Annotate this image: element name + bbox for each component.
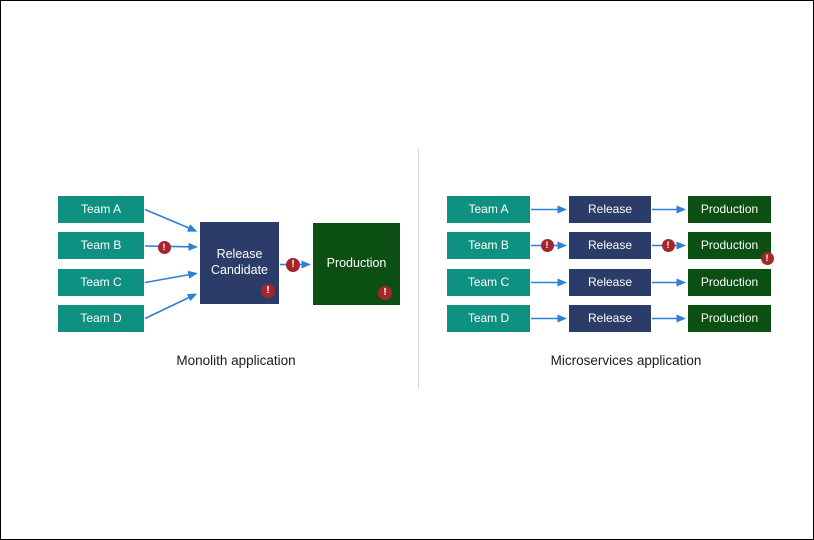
monolith-team-d-label: Team D (80, 311, 122, 325)
arrow-team-c-to-rc (144, 270, 198, 284)
ms-row1-production-label: Production (700, 202, 759, 216)
ms-row1-release-label: Release (587, 202, 633, 216)
issue-badge-release-candidate: ! (261, 284, 275, 298)
monolith-team-c-box: Team C (58, 269, 144, 296)
ms-row2-release-label: Release (587, 238, 633, 252)
issue-badge-team-b-arrow: ! (157, 240, 171, 254)
ms-row2-release-box: Release (569, 232, 651, 259)
ms-row3-team-box: Team C (447, 269, 530, 296)
ms-row3-production-box: Production (688, 269, 771, 296)
exclamation-icon: ! (266, 285, 270, 296)
issue-badge-ms-release-b-arrow: ! (661, 239, 675, 252)
ms-row1-team-label: Team A (468, 202, 509, 216)
arrow-team-d-to-rc (144, 293, 198, 320)
monolith-team-c-label: Team C (80, 275, 122, 289)
ms-row4-team-box: Team D (447, 305, 530, 332)
ms-row2-production-label: Production (700, 238, 759, 252)
exclamation-icon: ! (765, 252, 769, 263)
ms-row3-release-box: Release (569, 269, 651, 296)
ms-row1-release-box: Release (569, 196, 651, 223)
release-candidate-label: Release Candidate (211, 247, 268, 277)
exclamation-icon: ! (666, 240, 670, 250)
monolith-production-box: Production (313, 223, 400, 305)
exclamation-icon: ! (291, 258, 295, 270)
ms-row2-team-label: Team B (468, 238, 509, 252)
ms-row3-release-label: Release (587, 275, 633, 289)
ms-row4-production-box: Production (688, 305, 771, 332)
ms-row1-production-box: Production (688, 196, 771, 223)
ms-row3-production-label: Production (700, 275, 759, 289)
vertical-divider (418, 149, 419, 389)
issue-badge-ms-production-b: ! (760, 251, 774, 265)
exclamation-icon: ! (383, 287, 387, 298)
ms-row4-release-label: Release (587, 311, 633, 325)
exclamation-icon: ! (162, 241, 166, 252)
ms-row2-team-box: Team B (447, 232, 530, 259)
ms-row4-production-label: Production (700, 311, 759, 325)
issue-badge-monolith-production: ! (378, 286, 392, 300)
monolith-team-a-label: Team A (80, 202, 122, 216)
arrow-team-a-to-rc (144, 208, 198, 232)
issue-badge-rc-to-production-arrow: ! (286, 257, 300, 272)
ms-row2-production-box: Production (688, 232, 771, 259)
monolith-caption: Monolith application (176, 353, 296, 368)
issue-badge-ms-team-b-arrow: ! (540, 239, 554, 252)
ms-row3-team-label: Team C (467, 275, 510, 289)
release-candidate-box: Release Candidate (200, 222, 279, 304)
ms-row1-team-box: Team A (447, 196, 530, 223)
monolith-team-b-box: Team B (58, 232, 144, 259)
microservices-caption: Microservices application (550, 353, 702, 368)
monolith-production-label: Production (326, 256, 387, 271)
ms-row4-release-box: Release (569, 305, 651, 332)
monolith-team-d-box: Team D (58, 305, 144, 332)
exclamation-icon: ! (545, 240, 549, 250)
monolith-team-b-label: Team B (80, 238, 122, 252)
monolith-team-a-box: Team A (58, 196, 144, 223)
ms-row4-team-label: Team D (467, 311, 510, 325)
